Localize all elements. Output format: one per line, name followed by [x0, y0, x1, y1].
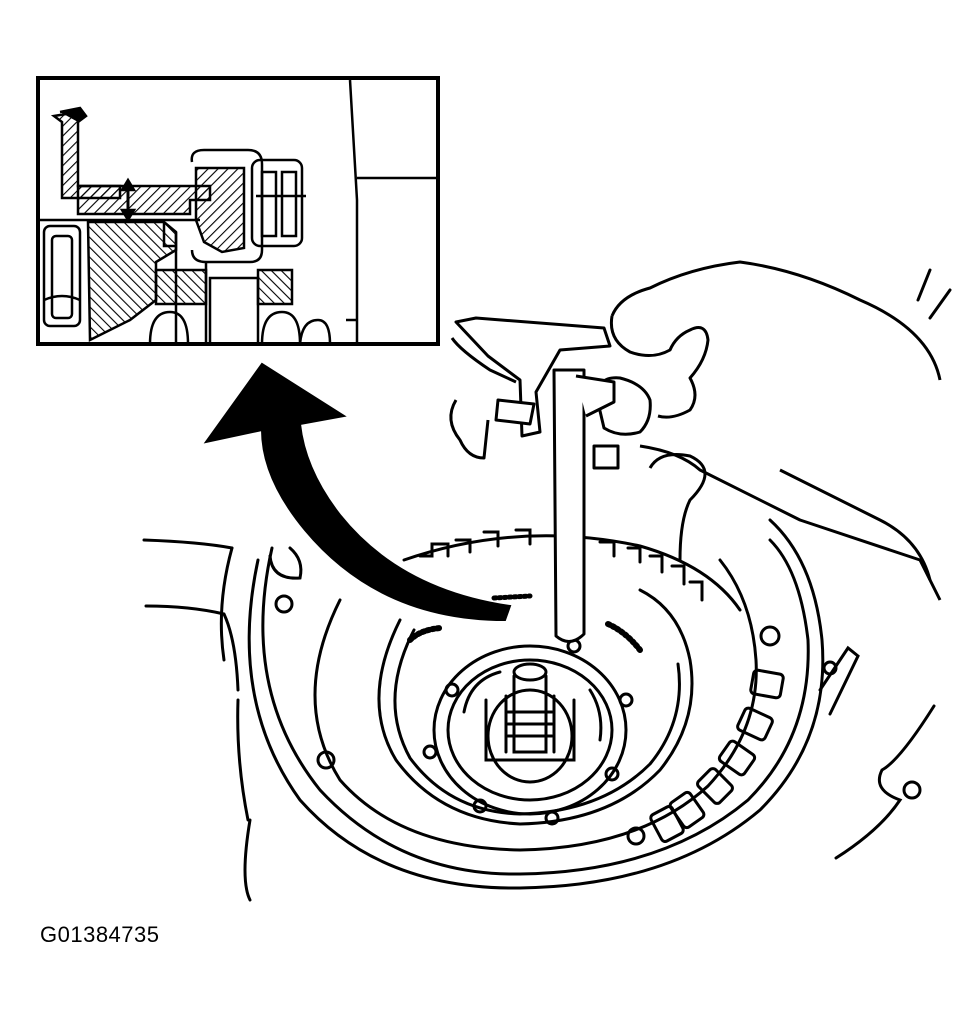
detail-inset [36, 76, 440, 346]
transmission-case [142, 268, 952, 902]
double-arrow-icon [119, 177, 137, 223]
curved-arrow-icon [203, 362, 512, 622]
caliper-tool [449, 260, 942, 643]
figure-id-label: G01384735 [40, 922, 160, 947]
